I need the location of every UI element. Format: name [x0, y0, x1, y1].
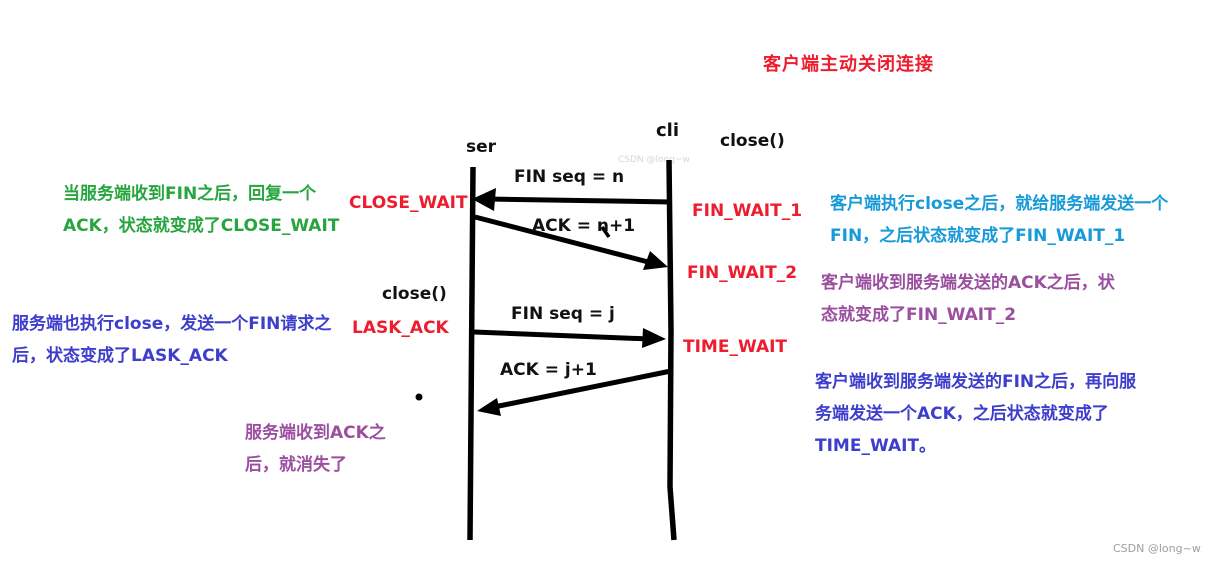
annotation-line: ACK，状态就变成了CLOSE_WAIT: [63, 216, 340, 236]
arrow-ack2-shaft: [493, 368, 672, 410]
annotation-client-time-wait: 客户端收到服务端发送的FIN之后，再向服 务端发送一个ACK，之后状态就变成了 …: [815, 366, 1136, 462]
client-timeline: [666, 159, 677, 541]
annotation-server-closed: 服务端收到ACK之 后，就消失了: [245, 417, 386, 481]
message-ack1-label: ACK = n+1: [532, 216, 636, 236]
state-close-wait: CLOSE_WAIT: [349, 193, 468, 213]
server-lifeline-label: ser: [466, 137, 497, 157]
state-time-wait: TIME_WAIT: [683, 337, 788, 357]
annotation-line: 当服务端收到FIN之后，回复一个: [63, 184, 317, 204]
client-close-call-label: close(): [720, 131, 785, 151]
client-lifeline-label: cli: [656, 120, 680, 141]
annotation-line: 客户端收到服务端发送的FIN之后，再向服: [815, 372, 1137, 392]
state-fin-wait-1: FIN_WAIT_1: [692, 201, 803, 221]
arrow-fin2-head: [642, 328, 666, 348]
arrow-fin1-head: [472, 188, 496, 211]
stray-pen-mark: [600, 225, 611, 239]
server-timeline: [467, 166, 476, 541]
message-ack2-label: ACK = j+1: [500, 360, 597, 380]
arrow-fin2-shaft: [473, 329, 651, 342]
arrow-ack1-head: [643, 251, 668, 270]
annotation-line: 客户端执行close之后，就给服务端发送一个: [830, 194, 1169, 214]
stray-dot: [415, 393, 423, 401]
diagram-title: 客户端主动关闭连接: [763, 54, 934, 75]
annotation-line: 后，就消失了: [245, 455, 347, 475]
server-close-call-label: close(): [382, 284, 447, 304]
annotation-line: 后，状态变成了LASK_ACK: [12, 346, 228, 366]
annotation-client-fin-wait-2: 客户端收到服务端发送的ACK之后，状 态就变成了FIN_WAIT_2: [821, 267, 1115, 331]
state-lask-ack: LASK_ACK: [352, 318, 449, 338]
watermark-top: CSDN @long~w: [618, 155, 690, 165]
arrow-ack1-shaft: [474, 214, 653, 266]
watermark-bottom: CSDN @long~w: [1113, 542, 1201, 555]
annotation-line: 态就变成了FIN_WAIT_2: [821, 305, 1017, 325]
annotation-client-fin-wait-1: 客户端执行close之后，就给服务端发送一个 FIN，之后状态就变成了FIN_W…: [830, 188, 1168, 252]
state-fin-wait-2: FIN_WAIT_2: [687, 263, 798, 283]
arrow-fin1-shaft: [487, 196, 672, 205]
annotation-line: 务端发送一个ACK，之后状态就变成了: [815, 404, 1109, 424]
annotation-server-close-wait: 当服务端收到FIN之后，回复一个 ACK，状态就变成了CLOSE_WAIT: [63, 178, 339, 242]
annotation-line: 服务端也执行close，发送一个FIN请求之: [12, 314, 332, 334]
message-fin1-label: FIN seq = n: [514, 167, 625, 187]
annotation-line: 客户端收到服务端发送的ACK之后，状: [821, 273, 1115, 293]
arrow-ack2-head: [477, 398, 501, 416]
annotation-line: 服务端收到ACK之: [245, 423, 386, 443]
message-fin2-label: FIN seq = j: [511, 304, 615, 324]
annotation-line: FIN，之后状态就变成了FIN_WAIT_1: [830, 226, 1126, 246]
annotation-line: TIME_WAIT。: [815, 436, 937, 456]
annotation-server-lask-ack: 服务端也执行close，发送一个FIN请求之 后，状态变成了LASK_ACK: [12, 308, 331, 372]
